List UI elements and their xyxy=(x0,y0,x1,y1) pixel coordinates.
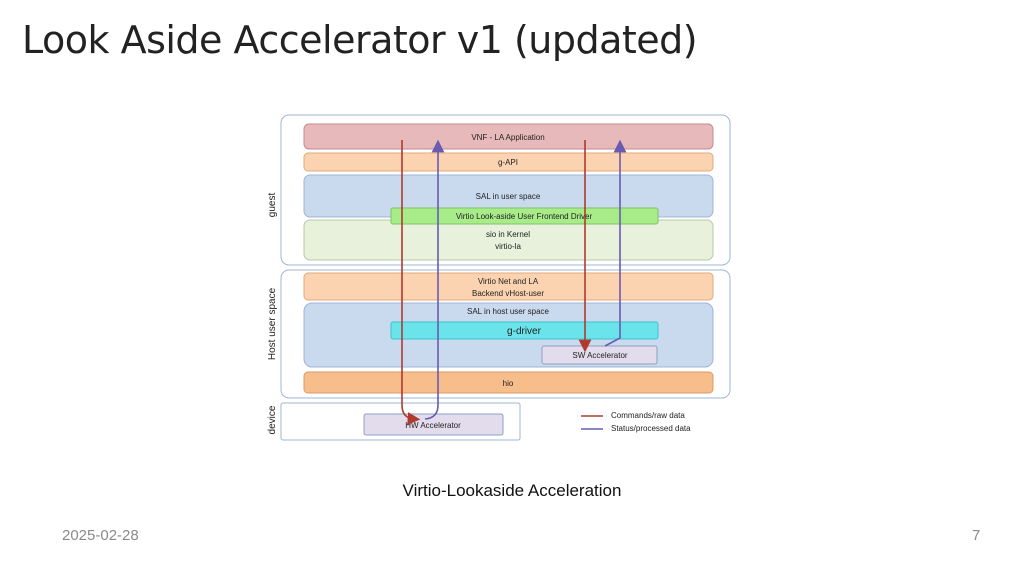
gdriver-label: g-driver xyxy=(507,326,542,337)
sw-accel-label: SW Accelerator xyxy=(572,351,627,360)
backend-line2-label: Backend vHost-user xyxy=(472,289,544,298)
gapi-block xyxy=(303,152,714,172)
device-label: device xyxy=(267,405,278,434)
guest-kernel-block xyxy=(303,219,714,261)
hw-accel-box xyxy=(363,413,504,436)
legend-commands-label: Commands/raw data xyxy=(611,411,685,420)
status-arrow-sw xyxy=(604,139,627,347)
backend-line1-label: Virtio Net and LA xyxy=(478,277,539,286)
diagram-caption: Virtio-Lookaside Acceleration xyxy=(402,481,622,500)
frontend-driver-bar xyxy=(390,207,659,225)
host-label: Host user space xyxy=(267,287,278,360)
hw-accel-label: HW Accelerator xyxy=(405,421,461,430)
frontend-driver-label: Virtio Look-aside User Frontend Driver xyxy=(456,212,593,221)
page-number: 7 xyxy=(972,527,981,544)
sal-host-label: SAL in host user space xyxy=(467,307,550,316)
vnf-app-label: VNF - LA Application xyxy=(471,133,544,142)
status-arrow-hw xyxy=(424,139,445,420)
gdriver-bar xyxy=(390,321,659,340)
sal-user-label: SAL in user space xyxy=(476,192,541,201)
vnf-app-block xyxy=(303,123,714,150)
footer-date: 2025-02-28 xyxy=(62,527,139,544)
backend-vhost-block xyxy=(303,272,714,301)
guest-label: guest xyxy=(267,193,278,218)
hio-block xyxy=(303,371,714,394)
sw-accel-box xyxy=(541,345,658,365)
gapi-label: g-API xyxy=(498,158,518,167)
legend-status-label: Status/processed data xyxy=(611,424,691,433)
hio-label: hio xyxy=(503,379,514,388)
sio-label: sio in Kernel xyxy=(486,230,530,239)
virtio-la-label: virtio-la xyxy=(495,242,521,251)
cmd-arrow-hw xyxy=(401,140,421,425)
slide-title: Look Aside Accelerator v1 (updated) xyxy=(22,18,698,62)
